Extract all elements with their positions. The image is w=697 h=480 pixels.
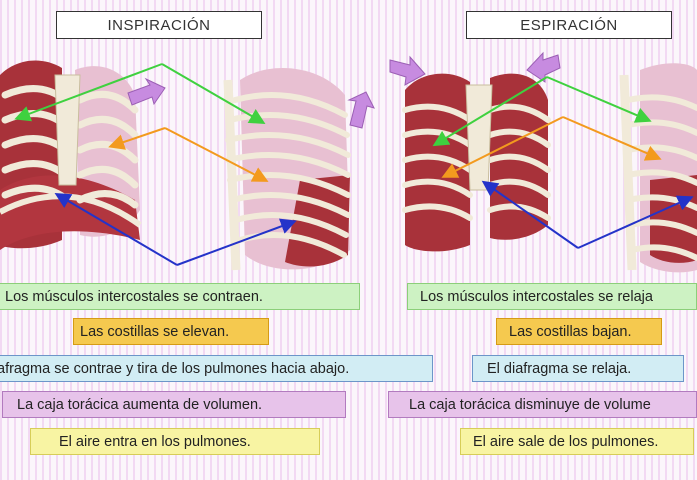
ribs-down-arrow-right — [526, 51, 561, 83]
ribs-down-arrow-left — [389, 55, 426, 86]
expiration-front-ribcage — [402, 73, 551, 252]
expiration-air-label: El aire sale de los pulmones. — [460, 428, 694, 455]
ribs-up-arrow-left — [127, 77, 166, 106]
inspiration-intercostal-label: Los músculos intercostales se contraen. — [0, 283, 360, 310]
expiration-diaphragm-label: El diafragma se relaja. — [472, 355, 684, 382]
ribs-up-arrow-right — [347, 91, 375, 129]
expiration-side-ribcage — [619, 63, 697, 273]
expiration-connector-arrows — [432, 76, 694, 249]
inspiration-title: INSPIRACIÓN — [56, 11, 262, 39]
inspiration-connector-arrows — [14, 63, 297, 266]
expiration-volume-label: La caja torácica disminuye de volume — [388, 391, 697, 418]
inspiration-side-ribcage — [223, 68, 351, 271]
inspiration-volume-label: La caja torácica aumenta de volumen. — [2, 391, 346, 418]
motion-arrows — [127, 51, 561, 129]
inspiration-front-ribcage — [0, 60, 142, 250]
inspiration-air-label: El aire entra en los pulmones. — [30, 428, 320, 455]
expiration-title: ESPIRACIÓN — [466, 11, 672, 39]
inspiration-diaphragm-label: afragma se contrae y tira de los pulmone… — [0, 355, 433, 382]
expiration-intercostal-label: Los músculos intercostales se relaja — [407, 283, 697, 310]
inspiration-ribs-label: Las costillas se elevan. — [73, 318, 269, 345]
expiration-ribs-label: Las costillas bajan. — [496, 318, 662, 345]
